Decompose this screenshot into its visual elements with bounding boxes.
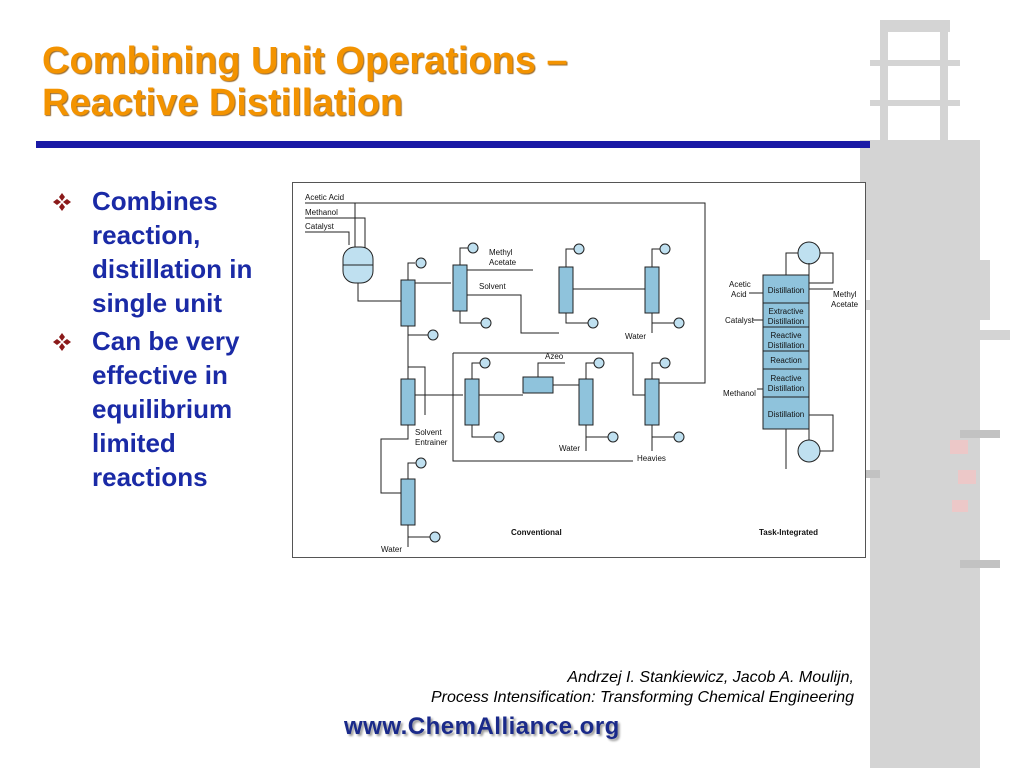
feed-catalyst: Catalyst — [725, 316, 755, 325]
condenser — [659, 357, 671, 369]
label-solvent: Solvent — [479, 282, 506, 291]
slide-title: Combining Unit Operations – Reactive Dis… — [42, 40, 568, 124]
condenser — [593, 357, 605, 369]
bullet-list: Combines reaction, distillation in singl… — [52, 184, 292, 498]
column — [464, 378, 480, 426]
reboiler — [673, 317, 685, 329]
label-acetate: Acetate — [489, 258, 517, 267]
title-underline — [36, 141, 870, 148]
bullet-item: Combines reaction, distillation in singl… — [52, 184, 292, 320]
label-acetic-acid: Acetic Acid — [305, 193, 344, 202]
section-reactive-lower-line2: Distillation — [768, 384, 804, 393]
feed-acetic-line1: Acetic — [729, 280, 751, 289]
label-entrainer: Entrainer — [415, 438, 448, 447]
title-line-1: Combining Unit Operations – — [42, 40, 568, 82]
column — [452, 264, 468, 312]
product-acetate: Acetate — [831, 300, 859, 309]
reboiler — [797, 439, 821, 463]
condenser — [659, 243, 671, 255]
task-integrated-process: Distillation Extractive Distillation Rea… — [723, 241, 859, 537]
column — [400, 478, 416, 526]
label-water-3: Water — [381, 545, 402, 554]
label-catalyst: Catalyst — [305, 222, 335, 231]
column — [578, 378, 594, 426]
website-logo: www.ChemAlliance.org — [344, 713, 620, 740]
conventional-process: Acetic Acid Methanol Catalyst — [305, 193, 706, 554]
section-reactive-lower-line1: Reactive — [770, 374, 802, 383]
bullet-text: Combines reaction, distillation in singl… — [92, 186, 253, 318]
condenser — [415, 257, 427, 269]
title-line-2: Reactive Distillation — [42, 82, 404, 124]
bullet-item: Can be very effective in equilibrium lim… — [52, 324, 292, 494]
column — [400, 378, 416, 426]
citation-authors: Andrzej I. Stankiewicz, Jacob A. Moulijn… — [567, 669, 854, 686]
reboiler — [587, 317, 599, 329]
citation: Andrzej I. Stankiewicz, Jacob A. Moulijn… — [431, 668, 854, 708]
section-extractive-line2: Distillation — [768, 317, 804, 326]
process-diagram: Acetic Acid Methanol Catalyst — [292, 182, 866, 558]
feed-acetic-line2: Acid — [731, 290, 747, 299]
condenser — [415, 457, 427, 469]
label-heavies: Heavies — [637, 454, 666, 463]
label-azeo: Azeo — [545, 352, 564, 361]
condenser — [467, 242, 479, 254]
section-distillation-bottom: Distillation — [768, 410, 804, 419]
reboiler — [480, 317, 492, 329]
reboiler — [673, 431, 685, 443]
reboiler — [429, 531, 441, 543]
condenser — [479, 357, 491, 369]
diamond-cluster-icon — [53, 333, 71, 351]
section-reactive-upper-line2: Distillation — [768, 341, 804, 350]
label-water-2: Water — [559, 444, 580, 453]
column — [400, 279, 416, 327]
label-methyl: Methyl — [489, 248, 513, 257]
label-methanol: Methanol — [305, 208, 338, 217]
reboiler — [427, 329, 439, 341]
integrated-column — [762, 274, 810, 430]
label-solvent-2: Solvent — [415, 428, 442, 437]
feed-methanol: Methanol — [723, 389, 756, 398]
section-distillation-top: Distillation — [768, 286, 804, 295]
product-methyl: Methyl — [833, 290, 857, 299]
reboiler — [607, 431, 619, 443]
section-reactive-upper-line1: Reactive — [770, 331, 802, 340]
exchanger — [522, 376, 554, 394]
bullet-text: Can be very effective in equilibrium lim… — [92, 326, 240, 492]
reboiler — [493, 431, 505, 443]
citation-book: Process Intensification: Transforming Ch… — [430, 689, 854, 706]
conventional-caption: Conventional — [511, 528, 562, 537]
column — [558, 266, 574, 314]
section-reaction: Reaction — [770, 356, 802, 365]
label-water-1: Water — [625, 332, 646, 341]
section-extractive-line1: Extractive — [768, 307, 804, 316]
condenser — [573, 243, 585, 255]
condenser — [797, 241, 821, 265]
column — [644, 378, 660, 426]
distillation-tower-watermark — [840, 20, 1010, 768]
integrated-caption: Task-Integrated — [759, 528, 818, 537]
diamond-cluster-icon — [53, 193, 71, 211]
column — [644, 266, 660, 314]
